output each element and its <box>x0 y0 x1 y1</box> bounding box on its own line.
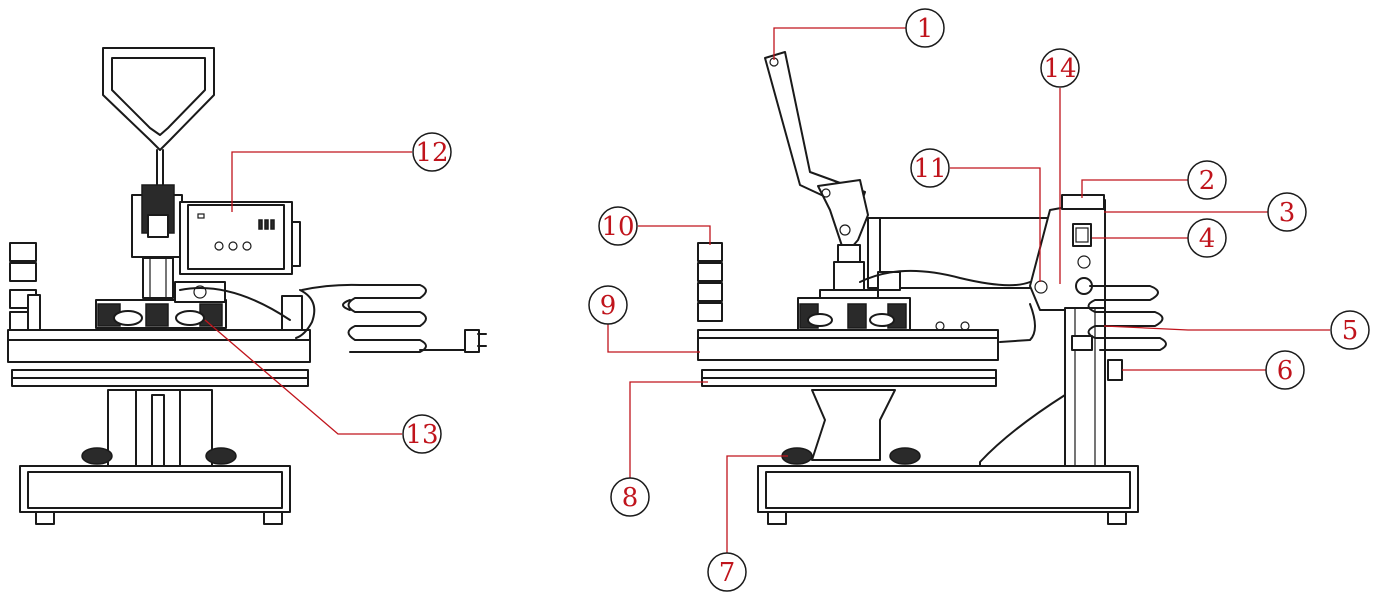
front-base <box>19 465 291 525</box>
side-springs <box>797 271 911 331</box>
callout-14: 14 <box>1040 48 1080 88</box>
callout-12: 12 <box>412 132 452 172</box>
side-upper-arm <box>867 194 1106 311</box>
side-lever-handle <box>764 51 869 256</box>
callout-11: 11 <box>910 148 950 188</box>
front-springs <box>95 281 227 329</box>
callout-14-label: 14 <box>1043 54 1076 84</box>
callout-1-label: 1 <box>917 14 934 44</box>
front-column <box>131 184 183 299</box>
callout-3: 3 <box>1267 192 1307 232</box>
leader-13 <box>204 319 402 435</box>
front-lower-platen <box>11 369 309 387</box>
callout-4-label: 4 <box>1199 224 1216 254</box>
callout-2-label: 2 <box>1199 166 1216 196</box>
callout-6: 6 <box>1265 350 1305 390</box>
front-left-stops <box>9 242 41 331</box>
callout-3-label: 3 <box>1279 198 1296 228</box>
callout-13-label: 13 <box>405 420 438 450</box>
leader-lines <box>204 27 1330 554</box>
leader-7 <box>726 455 788 554</box>
side-power-cord <box>859 269 1167 351</box>
callout-7: 7 <box>707 552 747 592</box>
callout-11-label: 11 <box>913 154 946 184</box>
side-stop-posts <box>697 242 723 322</box>
leader-12 <box>231 151 412 212</box>
callout-9: 9 <box>588 285 628 325</box>
front-pedestal <box>81 389 237 467</box>
callout-1: 1 <box>905 8 945 48</box>
callout-10-label: 10 <box>601 212 634 242</box>
leader-11 <box>950 167 1041 282</box>
callout-4: 4 <box>1187 218 1227 258</box>
leader-5 <box>1103 325 1330 331</box>
callouts: 1 2 3 4 5 6 7 8 <box>402 8 1370 592</box>
callout-2: 2 <box>1187 160 1227 200</box>
callout-8-label: 8 <box>622 483 639 513</box>
leader-1 <box>773 27 906 60</box>
front-power-cord <box>179 283 487 353</box>
front-heat-platen <box>7 295 311 363</box>
callout-13: 13 <box>402 414 442 454</box>
side-heat-platen <box>697 321 999 361</box>
callout-5: 5 <box>1330 310 1370 350</box>
front-view <box>7 47 487 525</box>
callout-10: 10 <box>598 206 638 246</box>
callout-7-label: 7 <box>719 558 736 588</box>
leader-8 <box>629 381 708 478</box>
leader-2 <box>1081 179 1188 198</box>
leader-9 <box>607 320 700 353</box>
callout-8: 8 <box>610 477 650 517</box>
leader-10 <box>638 225 711 245</box>
front-control-box <box>179 201 301 275</box>
side-pedestal <box>781 307 1123 467</box>
side-base <box>757 465 1139 525</box>
side-lower-platen <box>701 369 997 387</box>
callout-9-label: 9 <box>600 291 617 321</box>
side-view <box>697 51 1167 525</box>
callout-12-label: 12 <box>415 138 448 168</box>
callout-6-label: 6 <box>1277 356 1294 386</box>
front-handle <box>102 47 215 186</box>
callout-5-label: 5 <box>1342 316 1359 346</box>
